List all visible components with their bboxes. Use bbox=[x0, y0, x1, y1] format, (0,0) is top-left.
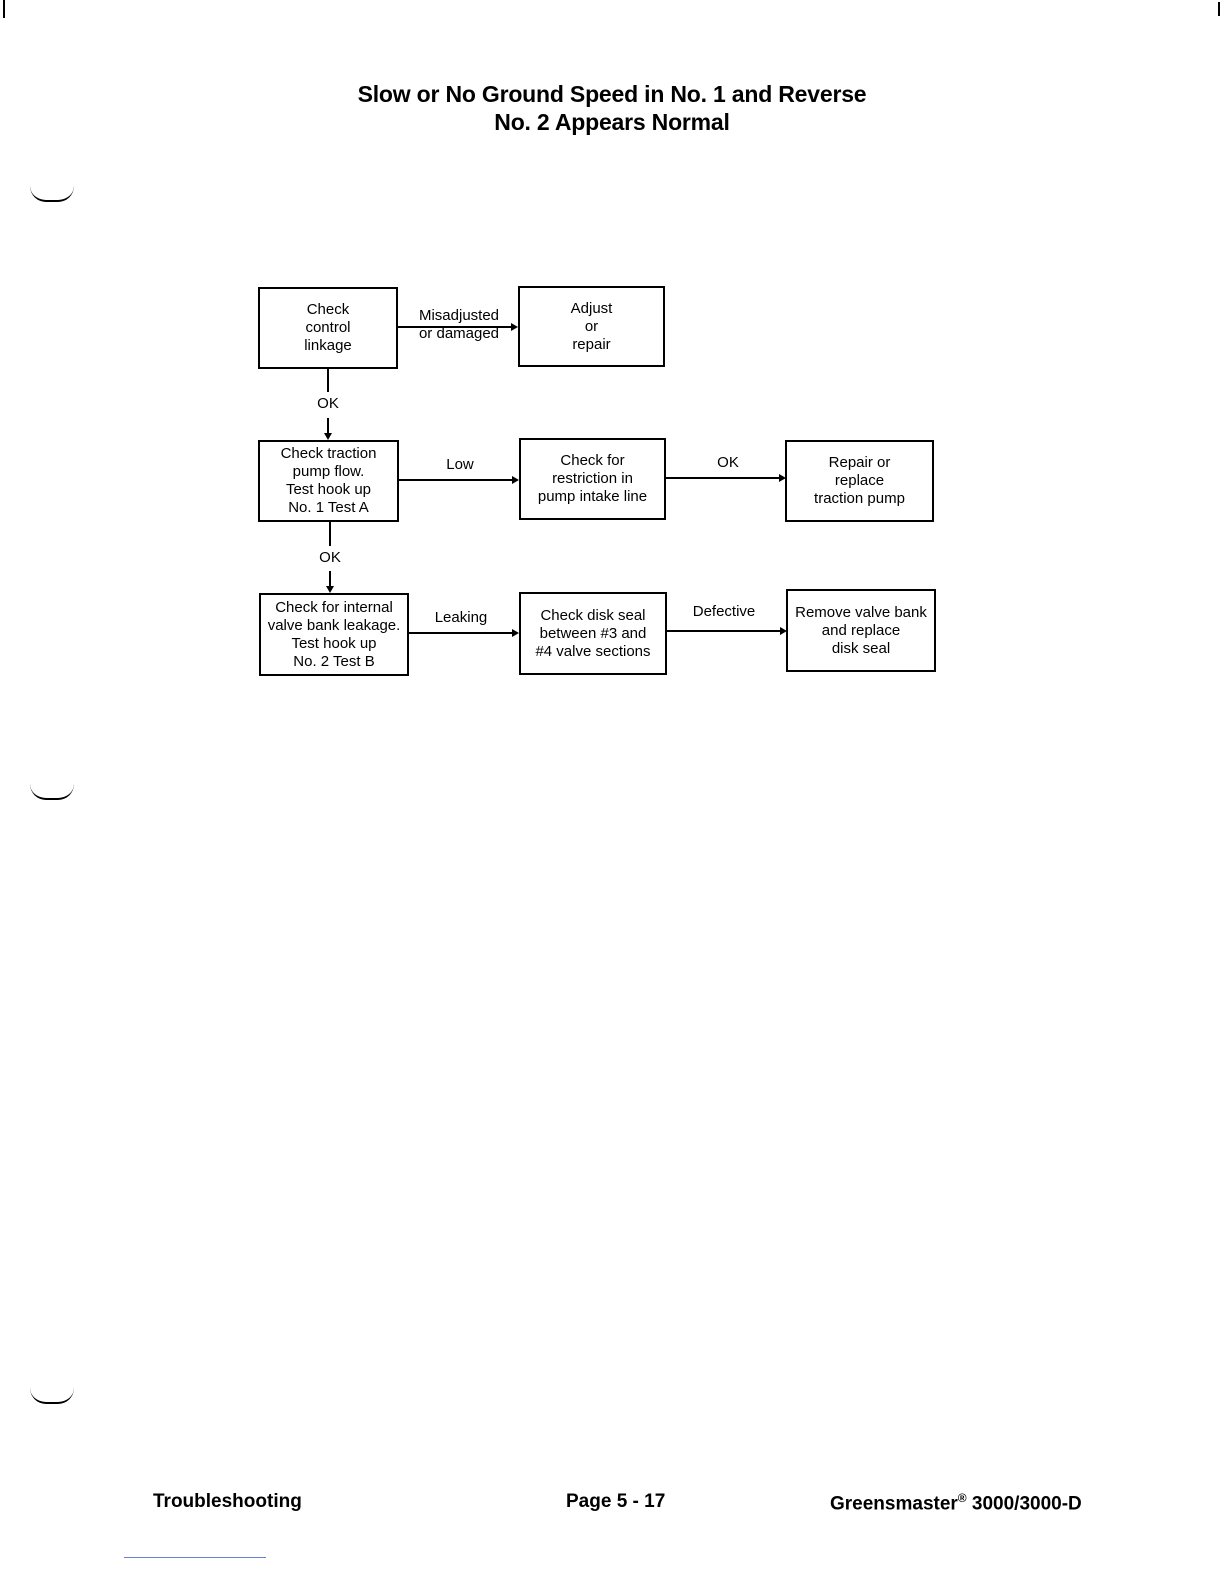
connector-traction-to-internal-bottom bbox=[329, 571, 331, 587]
check-control-linkage-box: Check control linkage bbox=[258, 287, 398, 369]
binder-hole-mark bbox=[30, 784, 74, 800]
left-edge-mark bbox=[3, 0, 5, 18]
check-restriction-text: Check for restriction in pump intake lin… bbox=[537, 452, 648, 505]
right-edge-mark bbox=[1218, 2, 1220, 16]
footer-section: Troubleshooting bbox=[153, 1491, 302, 1512]
low-label: Low bbox=[446, 456, 474, 473]
repair-replace-pump-text: Repair or replace traction pump bbox=[814, 454, 905, 507]
repair-replace-pump-box: Repair or replace traction pump bbox=[785, 440, 934, 522]
registered-mark: ® bbox=[957, 1491, 967, 1505]
check-internal-leakage-text: Check for internal valve bank leakage. T… bbox=[267, 598, 401, 670]
connector-traction-to-internal-top bbox=[329, 522, 331, 546]
check-disk-seal-box: Check disk seal between #3 and #4 valve … bbox=[519, 592, 667, 675]
misadjusted-label: Misadjusted or damaged bbox=[418, 307, 500, 342]
page-title: Slow or No Ground Speed in No. 1 and Rev… bbox=[357, 81, 867, 107]
ok-label-1: OK bbox=[317, 395, 339, 412]
check-restriction-box: Check for restriction in pump intake lin… bbox=[519, 438, 666, 520]
connector-linkage-to-traction-bottom bbox=[327, 418, 329, 434]
ok-label-2: OK bbox=[319, 549, 341, 566]
connector-restriction-to-repair bbox=[666, 477, 780, 479]
footer-product-model: 3000/3000-D bbox=[966, 1493, 1082, 1515]
arrow-right-icon bbox=[512, 629, 519, 637]
connector-disk-seal-to-remove bbox=[667, 630, 781, 632]
check-internal-leakage-box: Check for internal valve bank leakage. T… bbox=[259, 593, 409, 676]
binder-hole-mark bbox=[30, 1388, 74, 1404]
footer-product: Greensmaster® 3000/3000-D bbox=[830, 1486, 1082, 1516]
connector-linkage-to-traction-top bbox=[327, 369, 329, 392]
footer-page-number: Page 5 - 17 bbox=[566, 1491, 666, 1512]
check-disk-seal-text: Check disk seal between #3 and #4 valve … bbox=[535, 606, 651, 660]
arrow-right-icon bbox=[779, 474, 786, 482]
check-traction-pump-text: Check traction pump flow. Test hook up N… bbox=[280, 445, 377, 516]
page-subtitle: No. 2 Appears Normal bbox=[494, 109, 730, 135]
arrow-down-icon bbox=[326, 586, 334, 593]
remove-valve-bank-box: Remove valve bank and replace disk seal bbox=[786, 589, 936, 672]
arrow-down-icon bbox=[324, 433, 332, 440]
arrow-right-icon bbox=[512, 476, 519, 484]
leaking-label: Leaking bbox=[434, 609, 488, 626]
binder-hole-mark bbox=[30, 186, 74, 202]
defective-label: Defective bbox=[692, 603, 756, 620]
connector-linkage-to-adjust bbox=[398, 326, 512, 328]
adjust-or-repair-box: Adjust or repair bbox=[518, 286, 665, 367]
ok-label-restriction: OK bbox=[717, 454, 739, 471]
adjust-or-repair-text: Adjust or repair bbox=[570, 299, 613, 353]
arrow-right-icon bbox=[780, 627, 787, 635]
connector-traction-to-restriction bbox=[399, 479, 513, 481]
check-control-linkage-text: Check control linkage bbox=[304, 301, 352, 354]
remove-valve-bank-text: Remove valve bank and replace disk seal bbox=[795, 603, 927, 657]
arrow-right-icon bbox=[511, 323, 518, 331]
connector-internal-to-disk-seal bbox=[409, 632, 513, 634]
bottom-rule bbox=[124, 1557, 266, 1558]
footer-product-name: Greensmaster bbox=[830, 1493, 958, 1515]
check-traction-pump-box: Check traction pump flow. Test hook up N… bbox=[258, 440, 399, 522]
